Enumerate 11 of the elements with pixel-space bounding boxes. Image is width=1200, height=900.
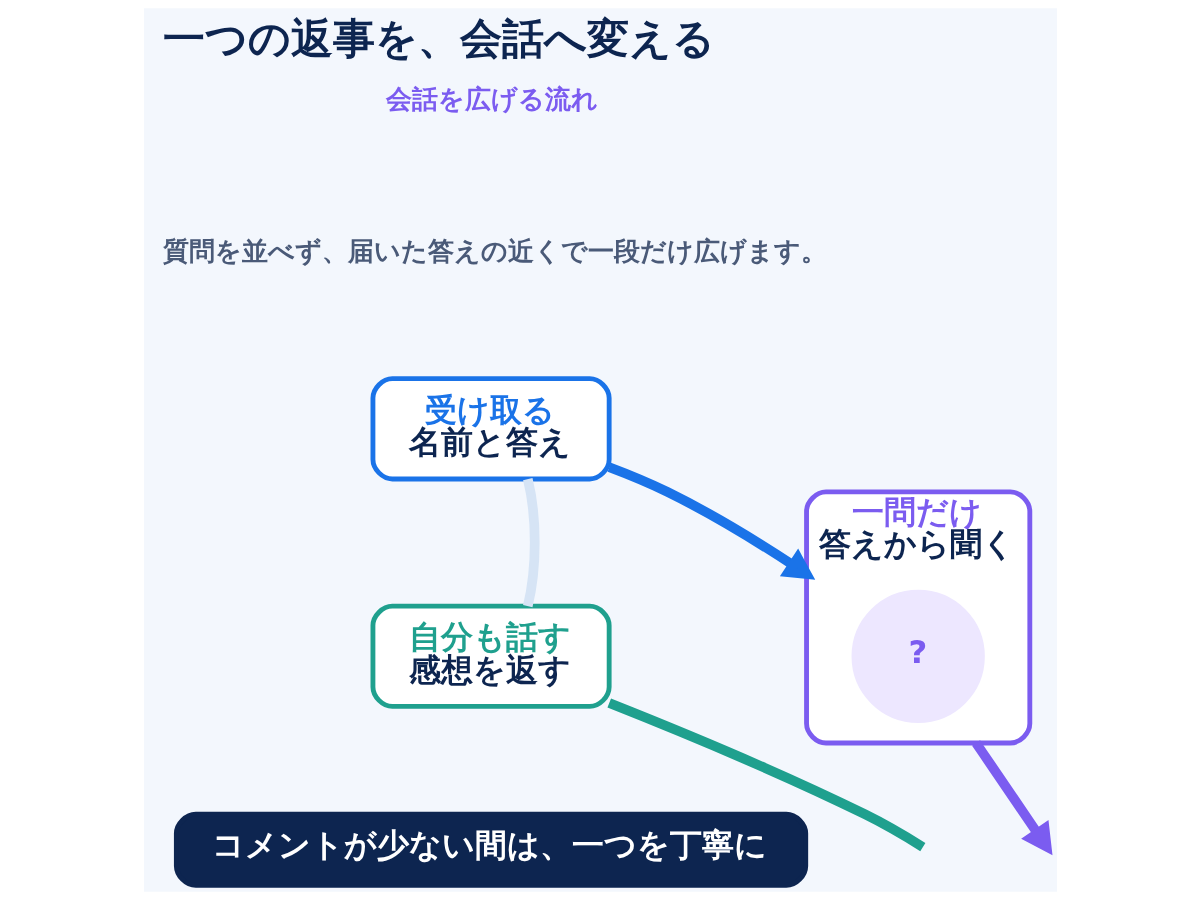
- node-box: 自分も話す 感想を返す: [370, 603, 612, 709]
- node-box: 受け取る 名前と答え: [370, 376, 612, 482]
- diagram-title: 一つの返事を、会話へ変える: [162, 14, 715, 64]
- connector: [522, 478, 540, 608]
- arrow: [607, 462, 815, 580]
- node-box: コメントが少ない間は、一つを丁寧に: [173, 811, 808, 888]
- arrow: [971, 740, 1052, 856]
- label: 会話を広げる流れ: [385, 84, 598, 115]
- label: 質問を並べず、届いた答えの近くで一段だけ広げます。: [162, 236, 827, 267]
- connector: [606, 698, 925, 852]
- node-circle: ?: [851, 589, 985, 723]
